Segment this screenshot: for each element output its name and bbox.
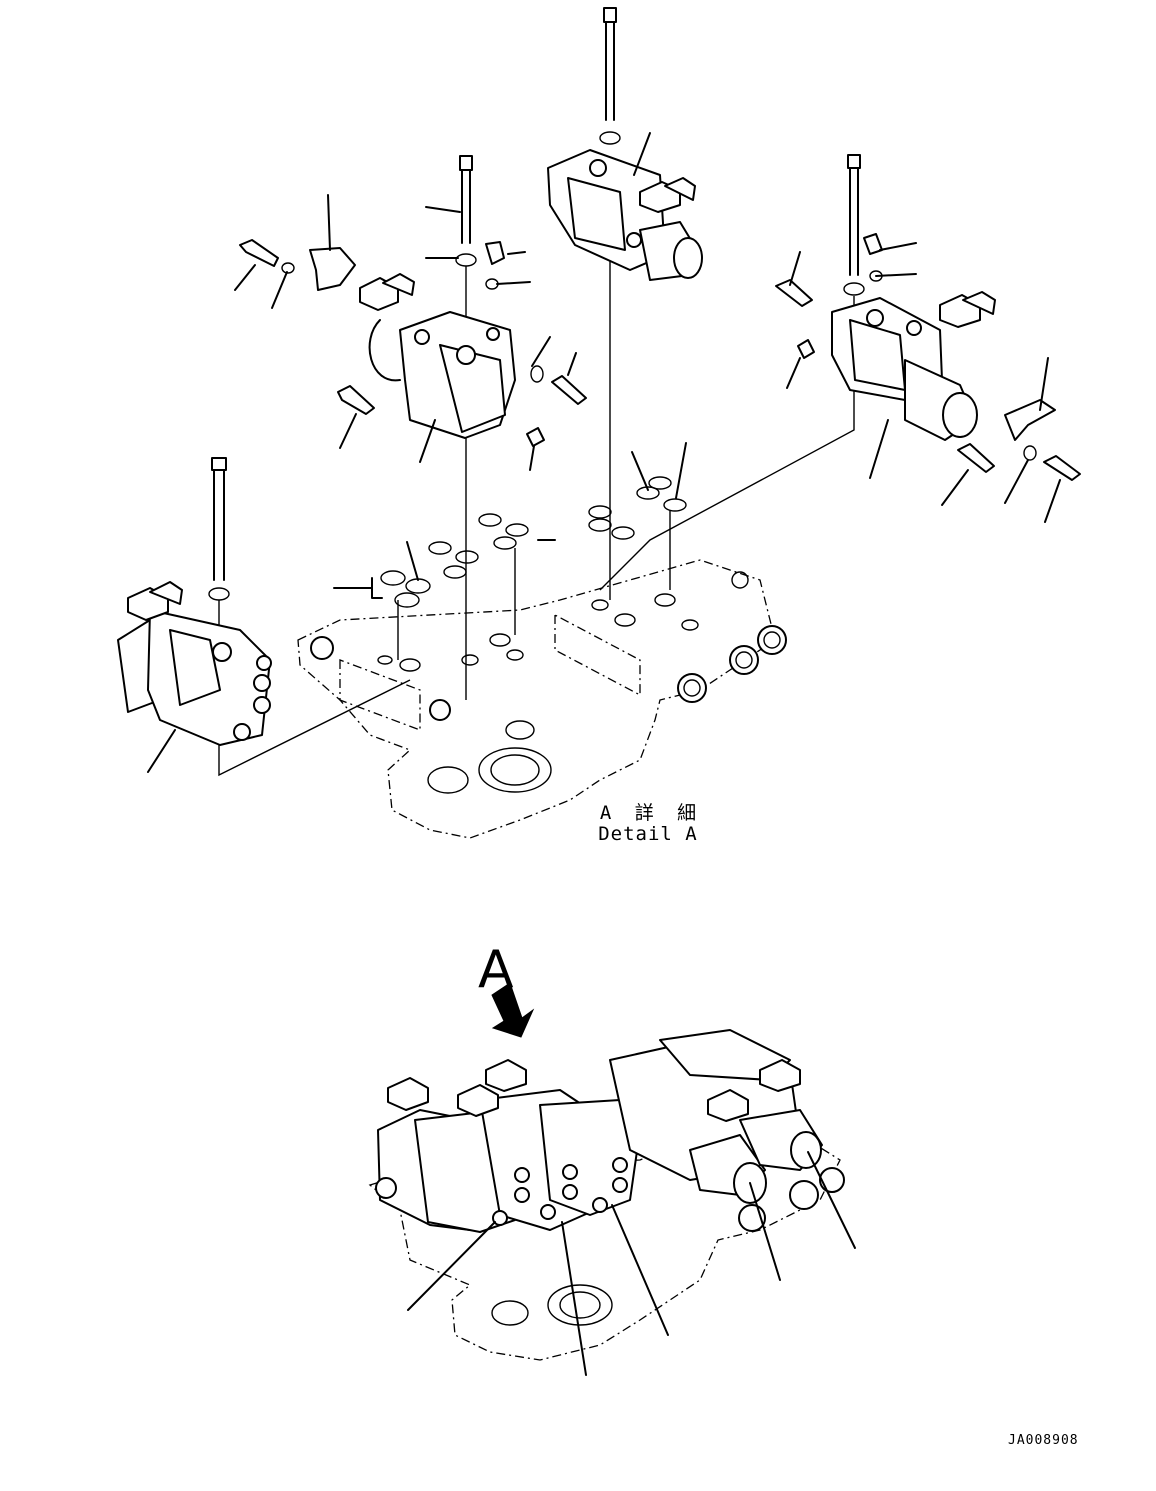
drawing-id: JA008908 (1008, 1433, 1079, 1448)
detail-a-exploded-view (117, 7, 1081, 839)
solenoid-valve-top-center (547, 149, 703, 281)
solenoid-valve-right (831, 291, 996, 441)
fasteners (239, 233, 1081, 481)
leader-lines-upper (147, 132, 1061, 773)
solenoid-valve-center-left (359, 273, 516, 439)
view-marker-letter: A (478, 940, 514, 1000)
detail-caption-japanese: A 詳 細 (599, 802, 703, 824)
o-ring-seal-set (380, 476, 687, 608)
tie-bolt-set (208, 7, 865, 601)
view-arrow (491, 982, 535, 1038)
assembly-guide-lines (218, 230, 855, 777)
solenoid-valve-left (117, 581, 272, 746)
base-manifold-plate (297, 559, 787, 839)
detail-caption-english: Detail A (598, 823, 698, 845)
leader-lines-lower (407, 1151, 856, 1376)
assembled-view (368, 982, 856, 1376)
assembled-valve-bank (375, 1029, 845, 1233)
